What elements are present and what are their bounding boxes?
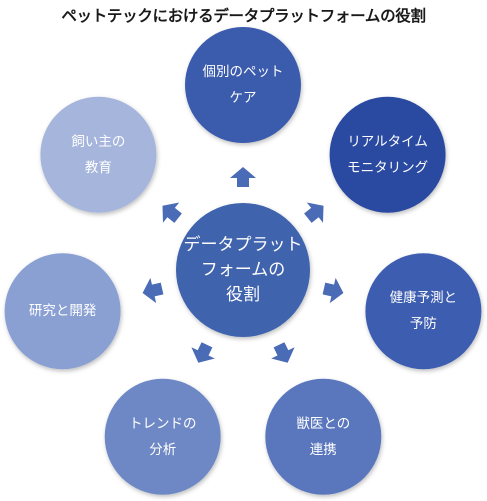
arrow-to-owner-education — [162, 202, 182, 223]
node-circle-realtime-monitoring — [329, 96, 446, 213]
arrow-to-realtime-monitoring — [304, 202, 324, 223]
arrow-to-health-prediction — [322, 277, 344, 304]
node-circle-health-prediction — [365, 253, 482, 370]
node-circles — [4, 27, 482, 495]
node-circle-owner-education — [40, 96, 157, 213]
connector-arrows — [142, 167, 344, 363]
arrow-to-individual-care — [230, 167, 256, 187]
diagram-title: ペットテックにおけるデータプラットフォームの役割 — [61, 7, 426, 25]
center-circle — [176, 203, 310, 337]
arrow-to-vet-collaboration — [271, 342, 295, 363]
node-circle-individual-care — [185, 27, 301, 143]
node-circle-research-development — [4, 253, 121, 370]
arrow-to-research-development — [142, 277, 164, 304]
node-circle-vet-collaboration — [265, 378, 382, 495]
node-circle-trend-analysis — [104, 378, 221, 495]
arrow-to-trend-analysis — [191, 342, 215, 363]
